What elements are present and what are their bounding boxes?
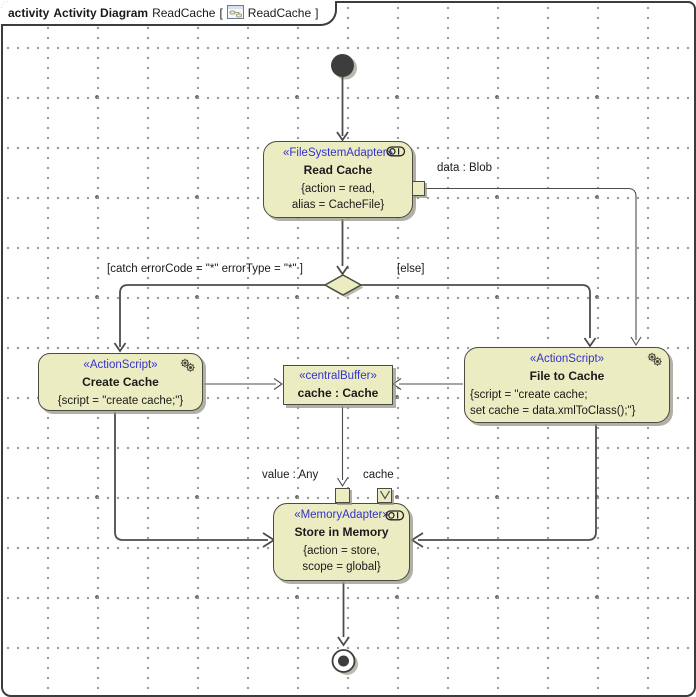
action-name: Create Cache — [82, 375, 159, 389]
pin-label-data[interactable]: data : Blob — [437, 162, 492, 174]
pin-label-value[interactable]: value : Any — [262, 469, 319, 481]
bracket-open: [ — [219, 5, 223, 20]
edge-read-cache-to-decision[interactable] — [337, 219, 348, 274]
edge-data-pin-to-file-to-cache[interactable] — [425, 189, 641, 346]
edge-create-cache-to-store[interactable] — [115, 412, 274, 547]
diagram-type: Activity Diagram — [53, 5, 149, 20]
action-read-cache[interactable]: «FileSystemAdapter» Read Cache {action =… — [263, 141, 413, 218]
diagram-title-tab[interactable]: activity Activity Diagram ReadCache [ Re… — [1, 1, 337, 26]
edge-decision-to-create-cache[interactable] — [115, 285, 326, 351]
action-property: {action = read, — [301, 183, 375, 195]
action-store-in-memory[interactable]: «MemoryAdapter» Store in Memory {action … — [273, 503, 410, 581]
action-name: Store in Memory — [294, 525, 389, 539]
stereotype-label: «ActionScript» — [83, 359, 158, 371]
guard-label-catch[interactable]: [catch errorCode = "*" errorType = "*" ] — [107, 263, 303, 275]
action-file-to-cache[interactable]: «ActionScript» File to Cache {script = "… — [464, 347, 670, 423]
bracket-close: ] — [315, 5, 319, 20]
edge-file-to-cache-to-buffer[interactable] — [393, 379, 463, 390]
diagram-name: ReadCache — [152, 5, 216, 20]
edge-create-cache-to-buffer[interactable] — [204, 379, 282, 390]
action-name: Read Cache — [303, 163, 373, 177]
pin-label-cache[interactable]: cache — [363, 469, 394, 481]
initial-node[interactable] — [331, 54, 357, 80]
adapter-icon — [386, 146, 406, 157]
buffer-name: cache : Cache — [297, 386, 379, 400]
decision-node[interactable] — [325, 275, 364, 298]
output-pin-data[interactable] — [412, 181, 425, 196]
action-property: alias = CacheFile} — [291, 198, 385, 211]
action-name: File to Cache — [529, 369, 605, 383]
adapter-icon — [385, 510, 405, 521]
activity-diagram-icon — [226, 5, 244, 22]
input-pin-value[interactable] — [335, 488, 350, 503]
action-property: {action = store, — [303, 545, 380, 557]
action-create-cache[interactable]: «ActionScript» Create Cache {script = "c… — [38, 353, 203, 411]
stereotype-label: «MemoryAdapter» — [294, 509, 389, 521]
frame-keyword: activity — [8, 5, 50, 20]
gears-icon — [646, 352, 663, 367]
guard-label-else[interactable]: [else] — [397, 263, 425, 275]
edge-file-to-cache-to-store[interactable] — [412, 424, 596, 547]
action-property: set cache = data.xmlToClass();"} — [470, 404, 636, 417]
final-node[interactable] — [333, 650, 359, 675]
action-property: scope = global} — [302, 560, 381, 573]
action-property: {script = "create cache;"} — [57, 395, 184, 407]
edge-store-to-final[interactable] — [338, 582, 349, 645]
stereotype-label: «FileSystemAdapter» — [283, 147, 393, 159]
central-buffer-node[interactable]: «centralBuffer» cache : Cache — [283, 365, 393, 405]
gears-icon — [179, 358, 196, 373]
stereotype-label: «ActionScript» — [529, 353, 605, 365]
action-property: {script = "create cache; — [470, 389, 588, 401]
edge-decision-to-file-to-cache[interactable] — [361, 285, 596, 346]
stereotype-label: «centralBuffer» — [299, 370, 377, 382]
input-pin-cache[interactable] — [377, 488, 392, 503]
edge-buffer-to-value-pin[interactable] — [338, 406, 348, 486]
ref-name: ReadCache — [247, 5, 312, 20]
edge-initial-to-read-cache[interactable] — [337, 77, 348, 140]
